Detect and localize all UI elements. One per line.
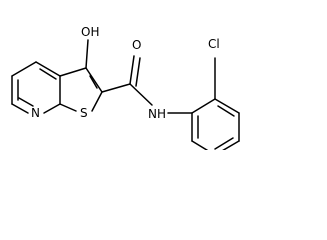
bond (11, 103, 29, 114)
amide-nitrogen-label: NH (148, 107, 166, 121)
thiophene-ring (59, 67, 103, 112)
bond (129, 55, 135, 85)
bond (214, 137, 234, 150)
bond (89, 75, 98, 89)
bond (101, 83, 131, 93)
bond (91, 91, 103, 112)
chlorine-label: Cl (208, 37, 220, 51)
bond (129, 83, 153, 106)
pyridine-nitrogen-label: N (31, 106, 40, 120)
bond (191, 140, 209, 150)
bond (191, 98, 216, 114)
hydroxyl-label: OH (81, 25, 99, 39)
bond (18, 97, 34, 107)
sulfur-label: S (80, 106, 88, 120)
bond (217, 105, 235, 117)
bond (59, 67, 87, 77)
bond (39, 68, 57, 80)
chlorophenyl-ring (191, 57, 240, 150)
bond (85, 67, 103, 93)
bond (222, 140, 240, 150)
bond (135, 57, 141, 87)
structure-diagram: OH O S N NH Cl (11, 25, 240, 150)
carbonyl-oxygen-label: O (132, 38, 141, 52)
bond (85, 39, 89, 69)
bond (11, 61, 37, 77)
carboxamide (101, 55, 193, 114)
molecule-drawing: OH O S N NH Cl (11, 25, 240, 150)
bond (35, 61, 61, 77)
bond (214, 98, 240, 114)
bond (59, 103, 77, 112)
pyridine-ring (11, 61, 61, 114)
bond (43, 103, 61, 114)
